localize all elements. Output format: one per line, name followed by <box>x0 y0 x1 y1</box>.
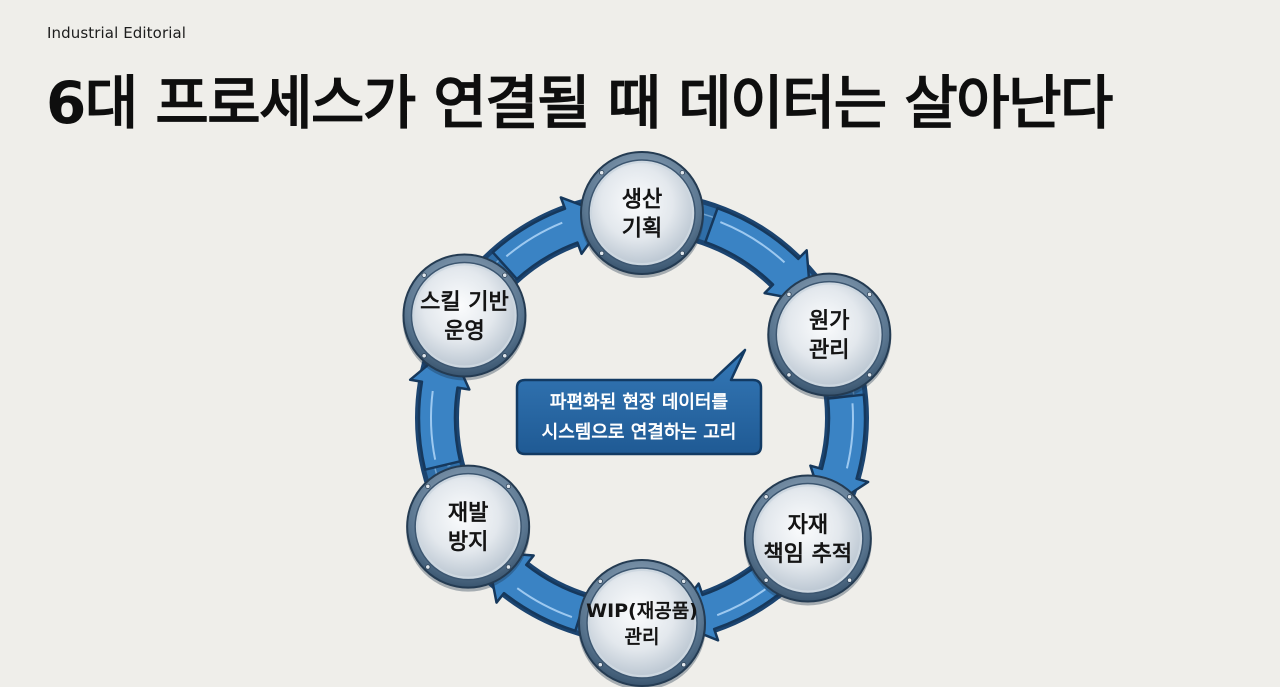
node-face <box>592 163 692 263</box>
node-label-line: 기획 <box>622 216 662 241</box>
flow-arrow-glow <box>430 390 437 460</box>
node-bolt <box>786 291 792 297</box>
flow-arrow-glow <box>845 403 854 469</box>
flow-arrow-glow <box>716 588 767 617</box>
page-title: 6대 프로세스가 연결될 때 데이터는 살아난다 <box>46 69 1113 137</box>
node-label-line: 스킬 기반 <box>420 290 509 315</box>
node-label-line: WIP(재공품) <box>586 600 698 622</box>
node-face <box>755 486 860 591</box>
node-label-line: 관리 <box>809 338 849 363</box>
node-bolt <box>763 494 769 500</box>
node-bolt <box>786 372 792 378</box>
flow-arrow-glow <box>719 221 786 264</box>
callout-text-line: 시스템으로 연결하는 고리 <box>542 422 737 443</box>
node-bolt <box>846 577 853 583</box>
node-label-line: 재발 <box>448 501 488 526</box>
node-face <box>414 265 515 366</box>
callout-bubble <box>515 348 763 456</box>
node-face <box>779 284 880 385</box>
node-bolt <box>505 564 512 570</box>
node-bolt <box>425 483 431 489</box>
node-label-line: 책임 추적 <box>764 542 853 567</box>
node-bolt <box>505 483 512 489</box>
node-label-line: 원가 <box>809 309 849 334</box>
node-label-line: 자재 <box>788 513 828 538</box>
node-bolt <box>597 578 603 584</box>
node-bolt <box>679 250 685 256</box>
node-bolt <box>866 291 873 297</box>
flow-arrow-glow <box>516 587 573 618</box>
node-bolt <box>502 353 508 359</box>
brand-label: Industrial Editorial <box>47 24 187 42</box>
flow-arrow-glow <box>505 221 563 258</box>
node-bolt <box>599 170 605 176</box>
node-face <box>418 476 519 577</box>
node-label-line: 생산 <box>622 187 662 212</box>
node-bolt <box>421 353 427 359</box>
process-node-wip-management: WIP(재공품) 관리 <box>578 559 706 687</box>
node-label-line: 방지 <box>448 530 488 555</box>
node-bolt <box>846 494 853 500</box>
node-bolt <box>763 577 769 583</box>
node-bolt <box>681 662 687 668</box>
node-bolt <box>425 564 431 570</box>
node-bolt <box>599 250 605 256</box>
node-face <box>590 571 694 675</box>
node-bolt <box>421 272 427 278</box>
node-bolt <box>502 272 508 278</box>
node-label-line: 운영 <box>444 319 484 344</box>
node-bolt <box>681 578 687 584</box>
node-label-line: 관리 <box>625 626 660 648</box>
node-bolt <box>679 170 685 176</box>
node-bolt <box>597 662 603 668</box>
node-bolt <box>866 372 873 378</box>
callout-text-line: 파편화된 현장 데이터를 <box>550 392 728 413</box>
